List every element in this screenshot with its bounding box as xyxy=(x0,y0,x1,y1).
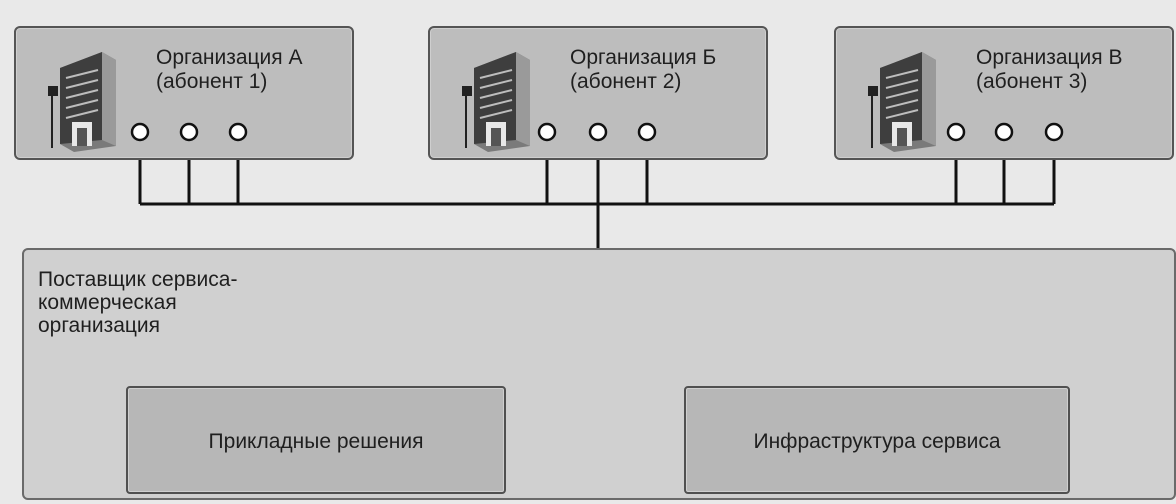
service-provider-box: Поставщик сервиса- коммерческая организа… xyxy=(22,248,1176,500)
building-icon xyxy=(868,52,936,152)
organization-title: Организация В (абонент 3) xyxy=(976,46,1123,93)
organization-title: Организация Б (абонент 2) xyxy=(570,46,717,93)
organization-title: Организация А (абонент 1) xyxy=(156,46,303,93)
organization-c-box: Организация В (абонент 3) xyxy=(834,26,1174,160)
organization-a-box: Организация А (абонент 1) xyxy=(14,26,354,160)
app-solutions-box: Прикладные решения xyxy=(126,386,506,494)
building-icon xyxy=(462,52,530,152)
infrastructure-box: Инфраструктура сервиса xyxy=(684,386,1070,494)
provider-title: Поставщик сервиса- коммерческая организа… xyxy=(38,268,238,337)
building-icon xyxy=(48,52,116,152)
organization-b-box: Организация Б (абонент 2) xyxy=(428,26,768,160)
app-solutions-label: Прикладные решения xyxy=(208,430,424,453)
infrastructure-label: Инфраструктура сервиса xyxy=(753,430,1001,453)
